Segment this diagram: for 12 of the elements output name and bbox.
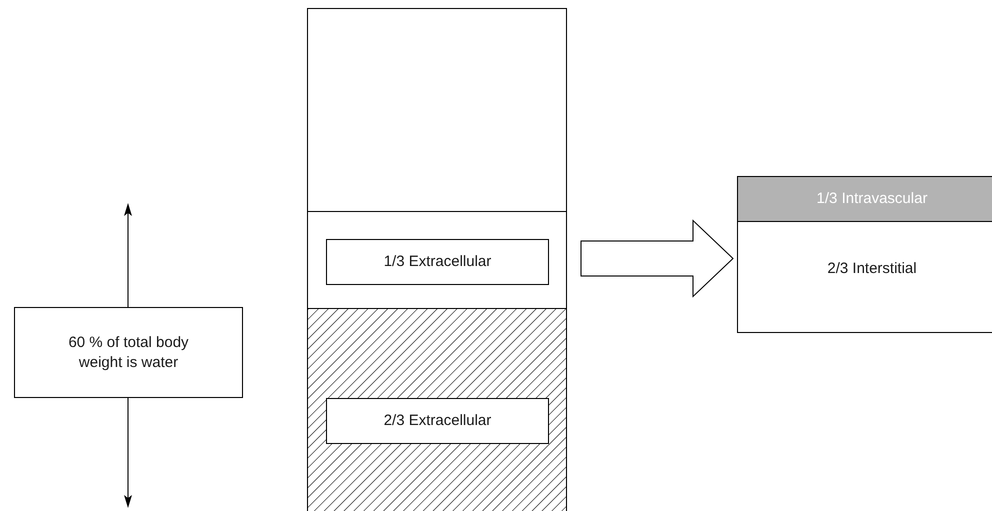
node-label: 60 % of total body weight is water	[67, 332, 190, 372]
label-box	[326, 398, 549, 444]
node-label: 2/3 Extracellular	[384, 410, 492, 431]
label-box	[326, 239, 549, 285]
node-label: 1/3 Extracellular	[384, 252, 492, 272]
compartment-box	[737, 176, 992, 333]
header-band	[738, 177, 992, 222]
label-box	[14, 307, 243, 398]
column-box	[307, 8, 567, 511]
block-arrow	[580, 219, 734, 298]
node-label: 2/3 Interstitial	[827, 258, 917, 279]
node-label: 1/3 Intravascular	[816, 188, 928, 209]
